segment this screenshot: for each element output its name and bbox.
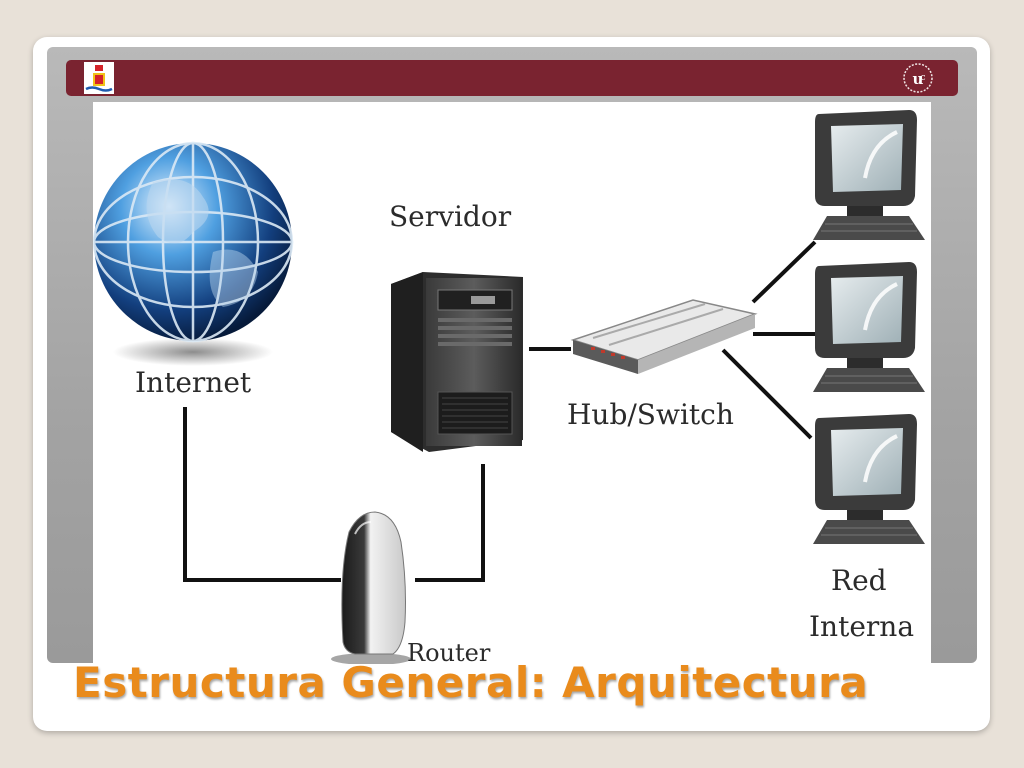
- desktop-computer-icon: [813, 110, 925, 544]
- globe-icon: [93, 141, 294, 366]
- router-icon: [331, 511, 411, 664]
- slide-title: Estructura General: Arquitectura: [73, 658, 869, 707]
- label-hub-switch: Hub/Switch: [567, 398, 734, 431]
- link-router-servidor: [415, 464, 485, 582]
- header-bar: [66, 60, 958, 96]
- svg-text:c: c: [920, 73, 925, 83]
- university-seal-icon: u c: [903, 63, 933, 93]
- link-hub-pc3: [721, 348, 813, 440]
- label-interna: Interna: [809, 610, 915, 643]
- link-internet-router: [183, 407, 341, 582]
- label-servidor: Servidor: [389, 200, 512, 233]
- server-tower-icon: [391, 272, 523, 452]
- label-internet: Internet: [135, 366, 252, 399]
- connection-lines: [183, 240, 817, 582]
- link-hub-pc1: [751, 240, 817, 304]
- label-router: Router: [407, 639, 491, 667]
- institution-logo-icon: [84, 62, 114, 94]
- network-switch-icon: [570, 299, 758, 374]
- diagram-canvas: [93, 110, 925, 664]
- label-red: Red: [831, 564, 887, 597]
- network-diagram: Internet Servidor Hub/Switch Router Red …: [93, 102, 931, 667]
- svg-text:u: u: [913, 70, 924, 88]
